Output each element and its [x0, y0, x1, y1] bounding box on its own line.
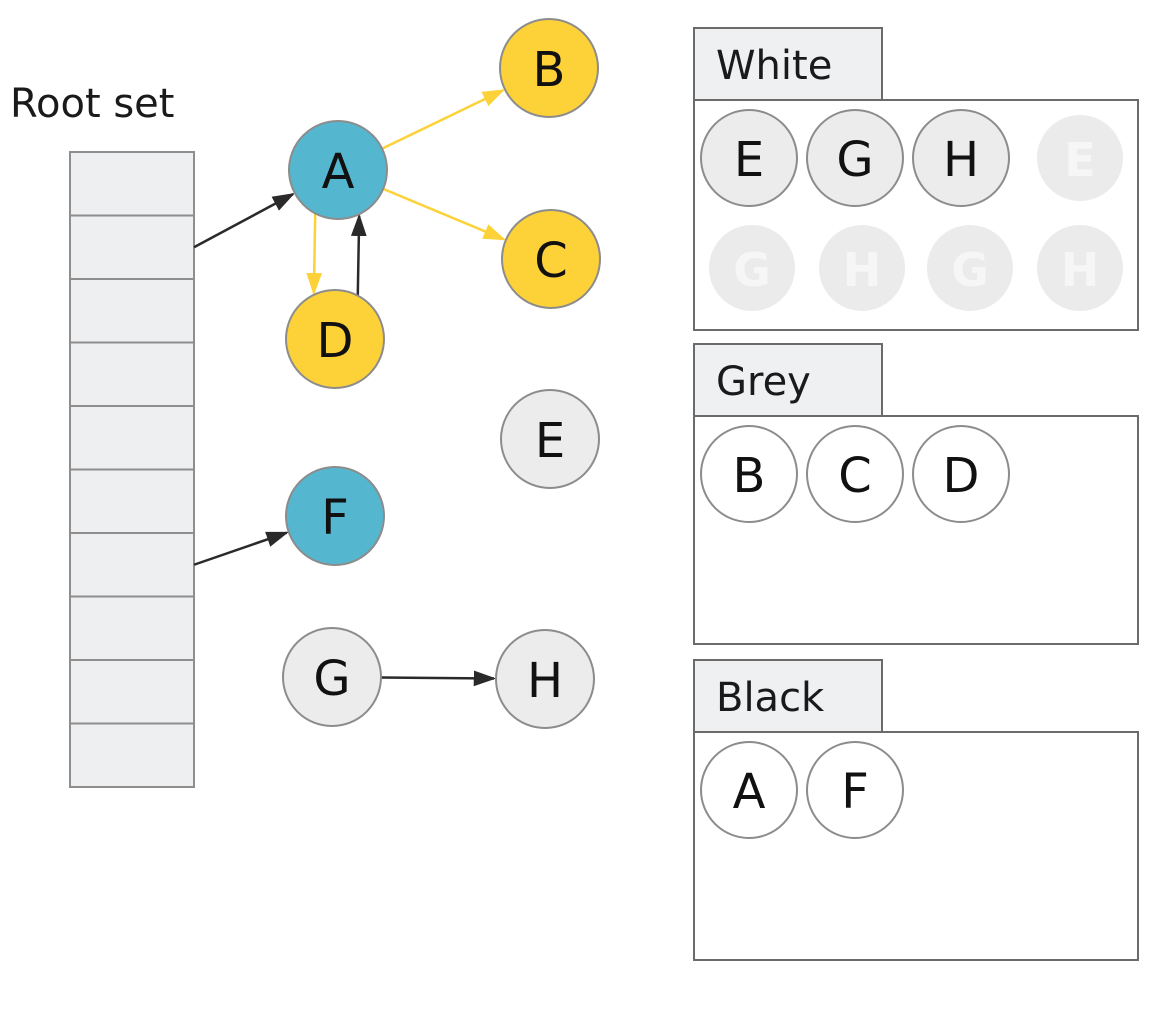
root-set-slot [69, 595, 195, 661]
set-member-circle [912, 425, 1010, 523]
set-title: Grey [716, 359, 811, 405]
node-label: F [321, 490, 349, 546]
root-set-slot [69, 278, 195, 344]
node-circle [285, 289, 385, 389]
faded-member-circle [1037, 225, 1123, 311]
faded-member-g: G [927, 225, 1013, 311]
faded-member-circle [709, 225, 795, 311]
root-set-slot [69, 151, 195, 217]
set-member-circle [700, 109, 798, 207]
set-member-circle [806, 109, 904, 207]
set-member-c: C [806, 425, 904, 523]
node-label: E [535, 413, 565, 469]
set-tab [693, 343, 883, 417]
node-d: D [285, 289, 385, 389]
node-label: B [533, 42, 566, 98]
faded-member-e: E [1037, 115, 1123, 201]
faded-member-label: H [1061, 243, 1100, 297]
set-member-circle [806, 425, 904, 523]
root-set-slot [69, 405, 195, 471]
faded-member-label: G [951, 243, 989, 297]
set-member-label: E [734, 132, 764, 188]
node-e: E [500, 389, 600, 489]
edge-a-to-c [382, 187, 507, 241]
node-label: G [313, 651, 350, 707]
edge-a-to-d [306, 213, 323, 296]
graph-nodes: A B C D E F G H [282, 18, 601, 729]
faded-member-circle [819, 225, 905, 311]
node-label: C [534, 233, 568, 289]
faded-member-g: G [709, 225, 795, 311]
set-member-label: B [733, 448, 766, 504]
node-g: G [282, 627, 382, 727]
node-circle [282, 627, 382, 727]
set-member-label: D [943, 448, 980, 504]
node-circle [499, 18, 599, 118]
set-member-circle [806, 741, 904, 839]
set-member-circle [912, 109, 1010, 207]
node-label: D [317, 313, 354, 369]
node-h: H [495, 629, 595, 729]
root-set-title: Root set [10, 81, 174, 127]
root-set-slot [69, 532, 195, 598]
node-c: C [501, 209, 601, 309]
set-tab [693, 27, 883, 101]
edge-root-6-to-f [193, 531, 289, 566]
faded-member-h: H [819, 225, 905, 311]
root-set-slot [69, 214, 195, 280]
set-member-label: C [838, 448, 872, 504]
set-member-h: H [912, 109, 1010, 207]
faded-member-h: H [1037, 225, 1123, 311]
node-circle [285, 466, 385, 566]
edge-d-to-a [350, 213, 367, 296]
set-member-e: E [700, 109, 798, 207]
edge-g-to-h [380, 670, 497, 687]
root-set: Root set [10, 81, 195, 788]
node-f: F [285, 466, 385, 566]
faded-member-label: G [733, 243, 771, 297]
node-circle [495, 629, 595, 729]
faded-member-label: H [843, 243, 882, 297]
set-member-g: G [806, 109, 904, 207]
set-member-circle [700, 741, 798, 839]
node-b: B [499, 18, 599, 118]
edge-root-1-to-a [193, 193, 296, 249]
root-set-slot [69, 468, 195, 534]
node-circle [500, 389, 600, 489]
faded-member-circle [1037, 115, 1123, 201]
set-member-circle [700, 425, 798, 523]
faded-member-label: E [1064, 133, 1095, 187]
node-label: H [527, 653, 563, 709]
set-member-f: F [806, 741, 904, 839]
faded-member-circle [927, 225, 1013, 311]
root-set-slot [69, 722, 195, 788]
set-tab [693, 659, 883, 733]
root-set-slot [69, 659, 195, 725]
set-title: White [716, 43, 832, 89]
root-set-slot [69, 341, 195, 407]
node-circle [288, 120, 388, 220]
node-circle [501, 209, 601, 309]
set-member-label: G [836, 132, 873, 188]
set-member-a: A [700, 741, 798, 839]
root-set-slots [69, 151, 195, 788]
set-member-label: F [841, 764, 869, 820]
node-a: A [288, 120, 388, 220]
set-title: Black [716, 675, 825, 721]
graph-edges [193, 89, 507, 687]
set-member-d: D [912, 425, 1010, 523]
set-member-b: B [700, 425, 798, 523]
node-label: A [322, 144, 355, 200]
set-member-label: A [733, 764, 766, 820]
edge-a-to-b [381, 89, 506, 150]
set-member-label: H [943, 132, 979, 188]
